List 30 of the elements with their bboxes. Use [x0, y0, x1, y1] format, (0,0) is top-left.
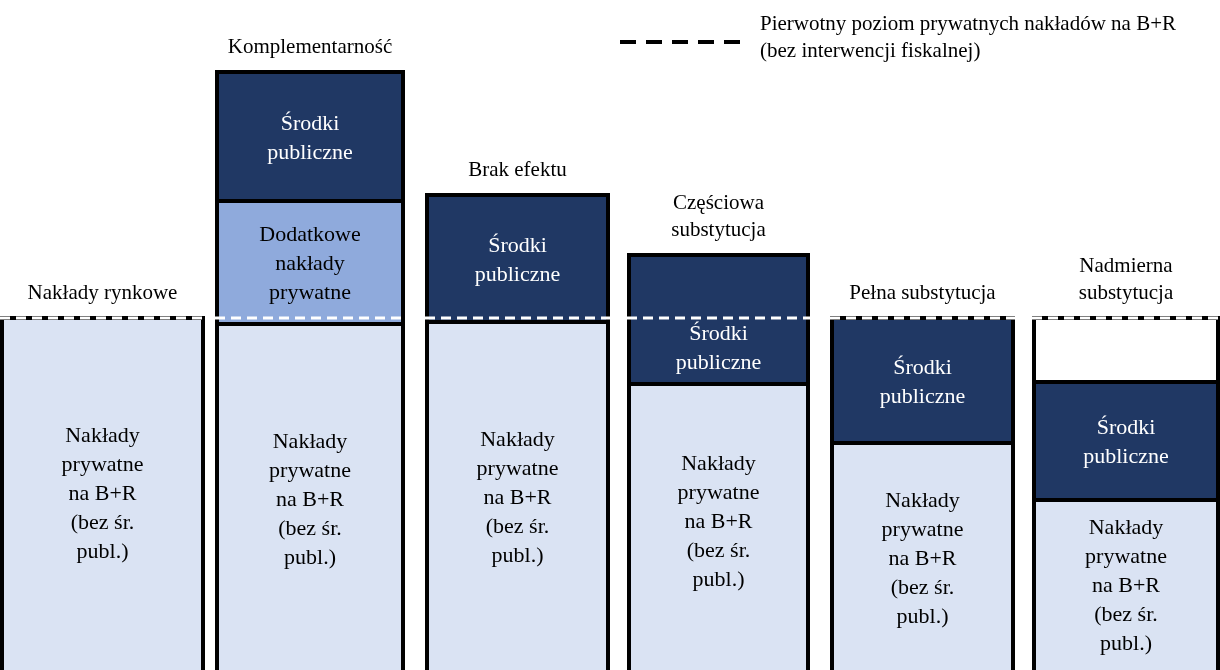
public-funds-block [1036, 384, 1216, 498]
block-label: Środki publiczne [674, 319, 763, 376]
block-label: Nakłady prywatne na B+R (bez śr. publ.) [676, 449, 761, 593]
private-spending-block [834, 441, 1011, 670]
public-funds-block [834, 320, 1011, 441]
block-label: Dodatkowe nakłady prywatne [258, 220, 362, 306]
block-label: Środki publiczne [1082, 413, 1170, 470]
column-heading: Komplementarność [226, 33, 394, 60]
block-label: Nakłady prywatne na B+R (bez śr. publ.) [475, 425, 560, 569]
block-label: Środki publiczne [266, 108, 354, 166]
column-heading: Nadmierna substytucja [1077, 252, 1175, 306]
additional-spending-block [219, 199, 401, 322]
legend-text: Pierwotny poziom prywatnych nakładów na B+R (bez interwencji fiskalnej) [760, 10, 1178, 64]
public-funds-block [219, 74, 401, 199]
public-funds-block [631, 257, 806, 382]
private-spending-block [1036, 498, 1216, 670]
public-funds-block [429, 197, 606, 320]
block-label: Nakłady prywatne na B+R (bez śr. publ.) [60, 421, 145, 565]
block-label: Nakłady prywatne na B+R (bez śr. publ.) [880, 486, 965, 630]
block-label: Środki publiczne [473, 230, 562, 288]
block-label: Środki publiczne [878, 352, 967, 410]
column-heading: Brak efektu [467, 156, 568, 183]
private-spending-block [429, 320, 606, 670]
private-spending-block [219, 322, 401, 670]
column-heading: Częściowa substytucja [670, 189, 767, 243]
column-heading: Pełna substytucja [848, 279, 997, 306]
block-label: Nakłady prywatne na B+R (bez śr. publ.) [1084, 513, 1168, 657]
private-spending-block [631, 382, 806, 670]
column-heading: Nakłady rynkowe [26, 279, 179, 306]
block-label: Nakłady prywatne na B+R (bez śr. publ.) [268, 427, 352, 571]
